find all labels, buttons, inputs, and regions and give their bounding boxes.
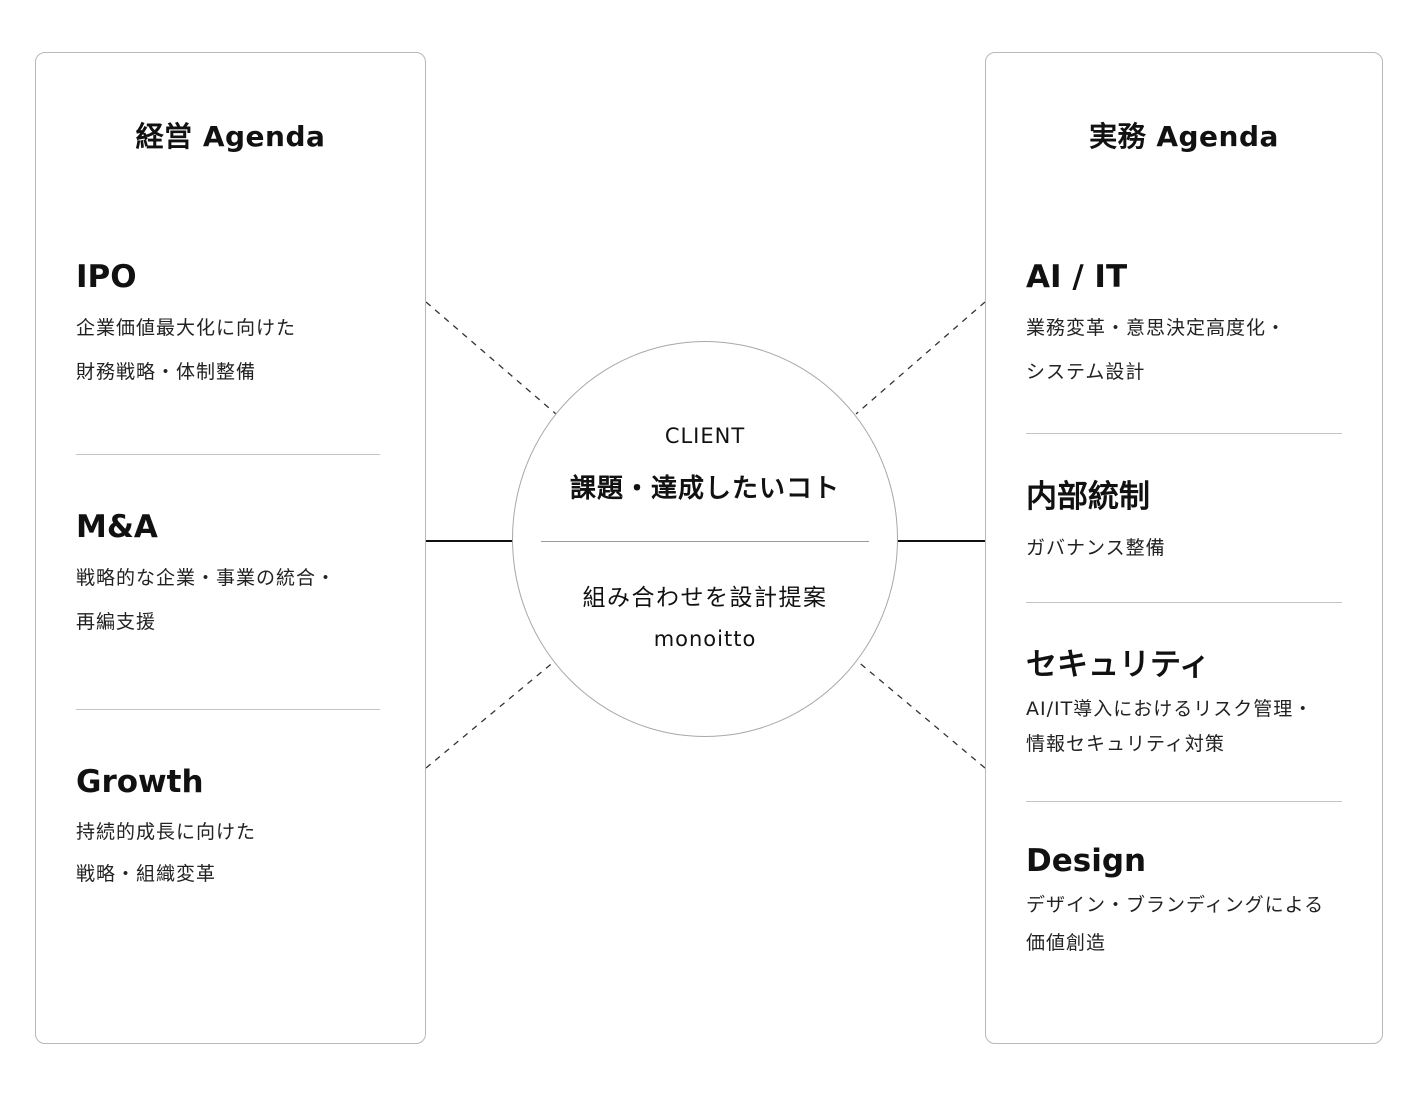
connector-dashed-left-bottom <box>425 659 557 769</box>
section-divider <box>1026 433 1342 434</box>
section-title-ma: M&A <box>76 509 158 545</box>
section-desc-design: デザイン・ブランディングによる 価値創造 <box>1026 886 1324 962</box>
section-desc-line: 戦略・組織変革 <box>76 863 217 886</box>
operational-agenda-title: 実務 Agenda <box>1089 120 1279 153</box>
section-title-design: Design <box>1026 843 1147 879</box>
section-divider <box>76 709 380 710</box>
section-ai-it: AI / IT 業務変革・意思決定高度化・ システム設計 <box>1026 259 1286 394</box>
section-desc-line: 業務変革・意思決定高度化・ <box>1026 317 1287 340</box>
section-desc-growth: 持続的成長に向けた 戦略・組織変革 <box>76 811 256 895</box>
section-desc-line: AI/IT導入におけるリスク管理・ <box>1026 698 1314 721</box>
section-title-growth: Growth <box>76 764 204 800</box>
section-desc-line: 情報セキュリティ対策 <box>1026 733 1225 756</box>
section-desc-line: デザイン・ブランディングによる <box>1026 894 1325 917</box>
connector-dashed-left-top <box>425 301 557 415</box>
connector-dashed-right-bottom <box>855 659 986 769</box>
brand-name: monoitto <box>653 627 757 651</box>
client-circle: CLIENT 課題・達成したいコト 組み合わせを設計提案 monoitto <box>512 341 898 737</box>
section-desc-line: 再編支援 <box>76 611 157 634</box>
section-desc-line: 戦略的な企業・事業の統合・ <box>76 567 337 590</box>
section-divider <box>76 454 380 455</box>
section-desc-line: 財務戦略・体制整備 <box>76 361 257 384</box>
section-ma: M&A 戦略的な企業・事業の統合・ 再編支援 <box>76 509 336 644</box>
section-title-ipo: IPO <box>76 259 137 295</box>
section-desc-line: 企業価値最大化に向けた <box>76 317 297 340</box>
section-desc-ai-it: 業務変革・意思決定高度化・ システム設計 <box>1026 306 1286 394</box>
circle-divider <box>541 541 869 542</box>
section-desc-line: 持続的成長に向けた <box>76 821 257 844</box>
connector-dashed-right-top <box>855 301 986 415</box>
section-title-internal-control: 内部統制 <box>1026 479 1150 515</box>
section-desc-security: AI/IT導入におけるリスク管理・ 情報セキュリティ対策 <box>1026 692 1313 762</box>
section-desc-internal-control: ガバナンス整備 <box>1026 526 1166 570</box>
section-desc-line: 価値創造 <box>1026 932 1107 955</box>
section-title-ai-it: AI / IT <box>1026 259 1128 295</box>
section-design: Design デザイン・ブランディングによる 価値創造 <box>1026 843 1324 962</box>
section-desc-ma: 戦略的な企業・事業の統合・ 再編支援 <box>76 556 336 644</box>
section-desc-line: システム設計 <box>1026 361 1146 384</box>
section-divider <box>1026 602 1342 603</box>
section-internal-control: 内部統制 ガバナンス整備 <box>1026 479 1166 570</box>
section-divider <box>1026 801 1342 802</box>
section-security: セキュリティ AI/IT導入におけるリスク管理・ 情報セキュリティ対策 <box>1026 647 1313 762</box>
proposal-text: 組み合わせを設計提案 <box>582 585 828 611</box>
section-title-security: セキュリティ <box>1026 647 1211 683</box>
section-ipo: IPO 企業価値最大化に向けた 財務戦略・体制整備 <box>76 259 296 394</box>
operational-agenda-panel: 実務 Agenda AI / IT 業務変革・意思決定高度化・ システム設計 内… <box>985 52 1383 1044</box>
client-challenge: 課題・達成したいコト <box>569 474 840 504</box>
client-label: CLIENT <box>664 424 746 448</box>
section-desc-ipo: 企業価値最大化に向けた 財務戦略・体制整備 <box>76 306 296 394</box>
section-growth: Growth 持続的成長に向けた 戦略・組織変革 <box>76 764 256 895</box>
section-desc-line: ガバナンス整備 <box>1026 537 1166 560</box>
management-agenda-title: 経営 Agenda <box>135 120 326 153</box>
management-agenda-panel: 経営 Agenda IPO 企業価値最大化に向けた 財務戦略・体制整備 M&A … <box>35 52 426 1044</box>
